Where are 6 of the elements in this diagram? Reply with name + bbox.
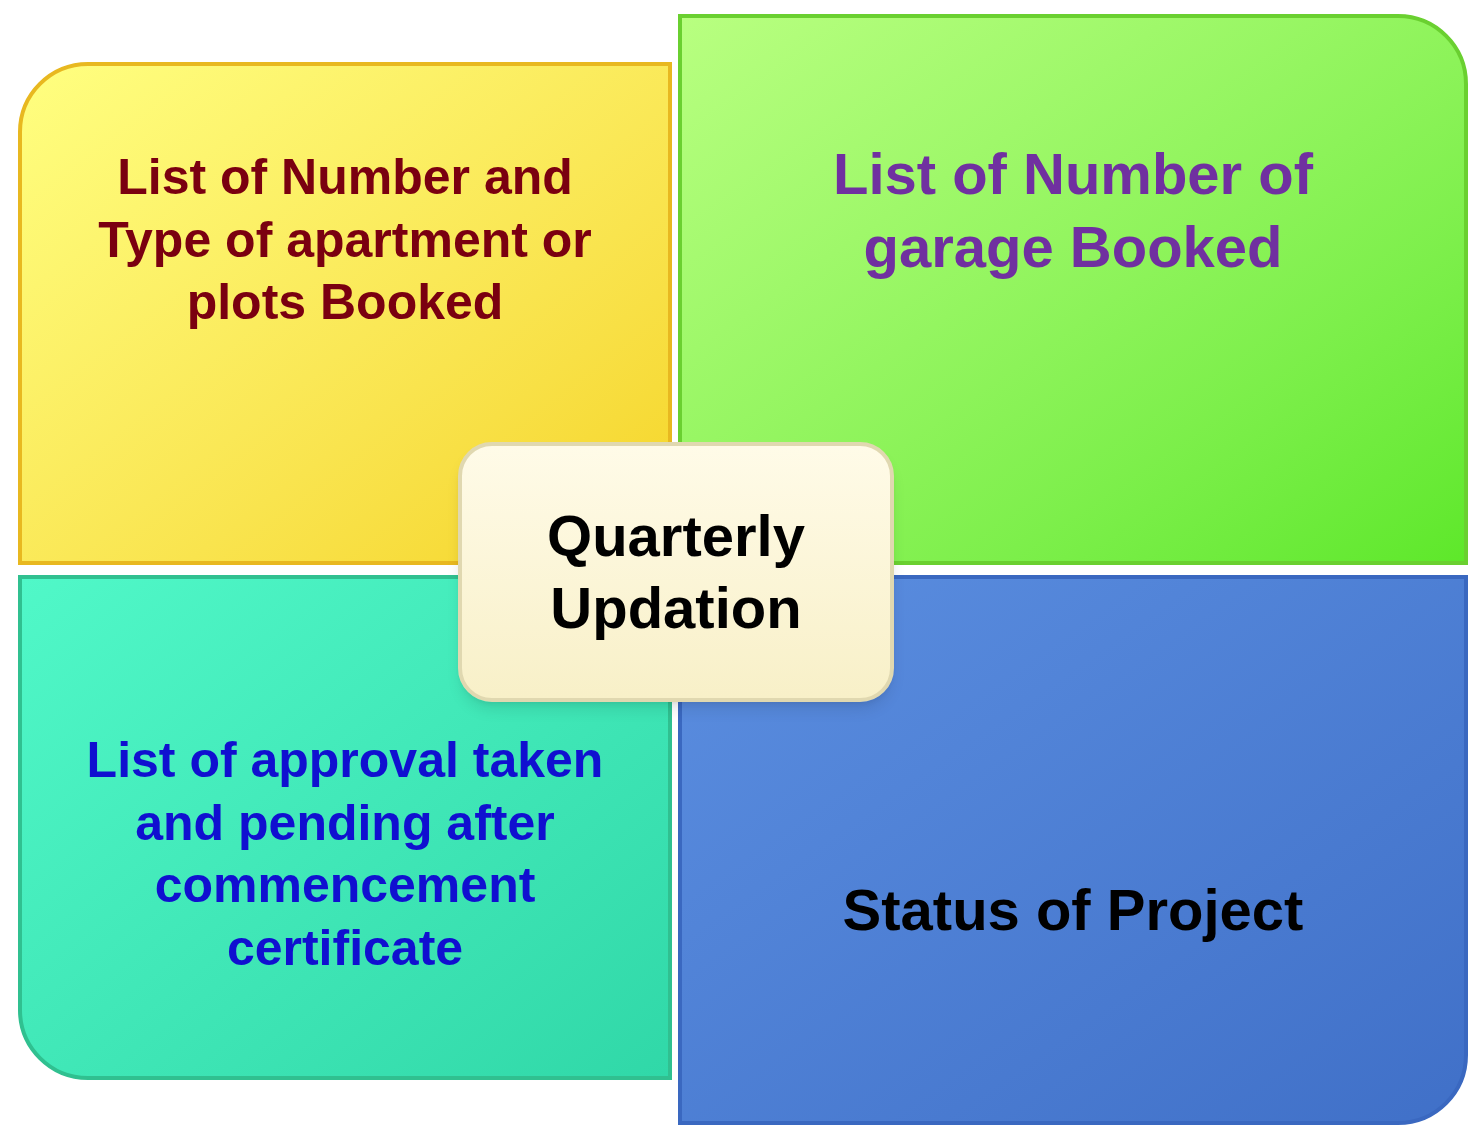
node-label: List of Number of garage Booked (831, 140, 1315, 281)
node-label: List of approval taken and pending after commencement certificate (85, 731, 605, 978)
center-box (458, 442, 894, 702)
node-label: Quarterly Updation (546, 501, 806, 642)
node-label: Status of Project (842, 875, 1304, 944)
node-label: List of Number and Type of apartment or plots Booked (97, 148, 593, 332)
